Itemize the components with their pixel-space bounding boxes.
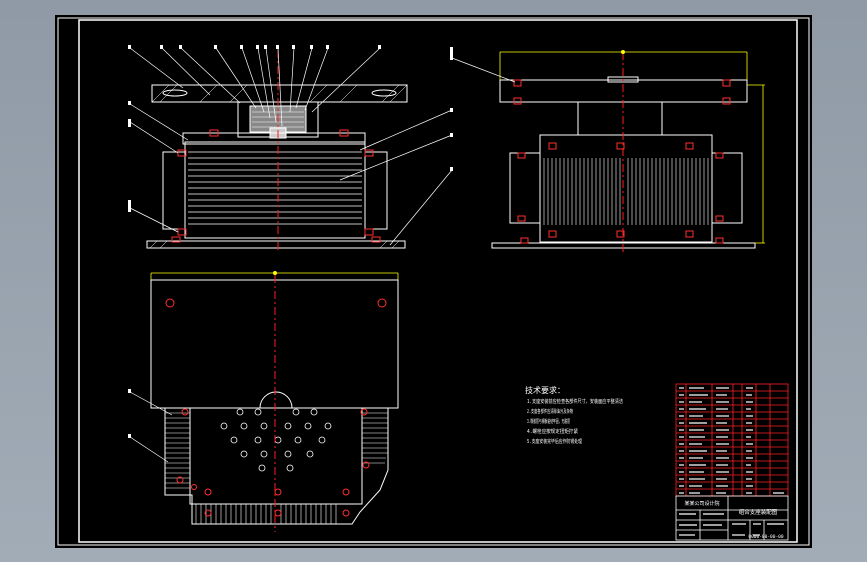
plan-bolt-holes <box>165 298 387 517</box>
parts-table-cell-text <box>679 387 784 494</box>
title-block-company: 某某公司设计院 <box>684 500 719 507</box>
notes-line-4: 4.螺栓应按规定扭矩拧紧 <box>527 428 578 435</box>
outer-border <box>57 17 810 546</box>
parts-table-rows <box>676 390 788 490</box>
plan-fins-right <box>362 412 388 464</box>
plan-fins-bottom <box>195 504 337 524</box>
technical-requirements-notes: 技术要求： 1.支座安装前应检查各部件尺寸，安装面应平整清洁 2.支座各部件应清… <box>525 385 623 445</box>
front-section-view <box>128 45 453 252</box>
front-balloon-marks <box>128 45 453 212</box>
side-fins <box>543 158 709 225</box>
front-leader-lines <box>129 47 453 246</box>
top-plate-hatch <box>151 84 408 103</box>
title-block-drawing-number: 0000-00-00-00 <box>748 534 784 540</box>
parts-list-table <box>675 383 789 497</box>
side-view <box>450 47 765 252</box>
plan-hole-pattern <box>220 408 332 472</box>
side-bolts <box>513 79 731 244</box>
notes-line-5: 5.支座安装完毕后应作防锈处理 <box>527 438 582 445</box>
notes-title: 技术要求： <box>525 385 565 395</box>
side-leader <box>451 57 516 83</box>
notes-line-3: 3.橡胶层与钢板粘结牢固，无脱层 <box>527 418 570 425</box>
plan-fins-left <box>165 412 190 489</box>
notes-line-2: 2.支座各部件应清除油污及杂物 <box>527 408 573 415</box>
plan-leader-lines <box>129 391 173 463</box>
notes-line-1: 1.支座安装前应检查各部件尺寸，安装面应平整清洁 <box>527 398 623 405</box>
title-block-drawing-name: 组合支座装配图 <box>739 508 778 516</box>
laminated-rubber-layers <box>188 151 362 225</box>
plan-view <box>128 271 399 532</box>
inner-border <box>78 19 798 543</box>
title-block <box>675 495 789 541</box>
